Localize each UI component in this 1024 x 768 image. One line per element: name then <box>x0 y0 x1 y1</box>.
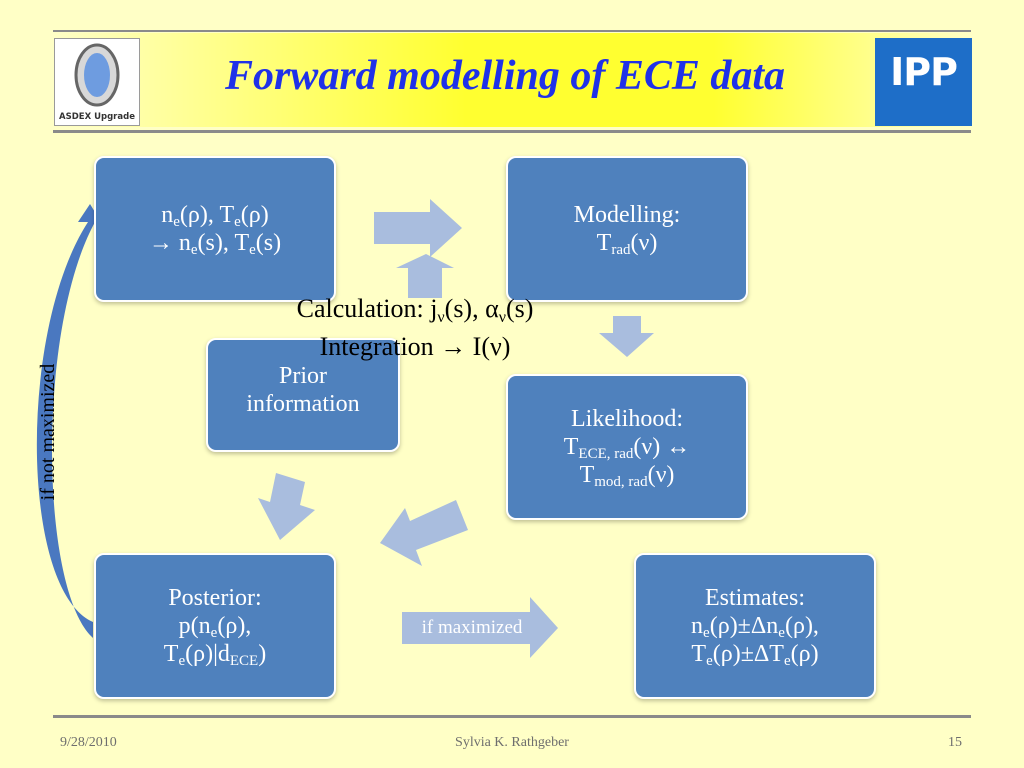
likelihood-box: Likelihood: TECE, rad(ν) ↔ Tmod, rad(ν) <box>506 374 748 520</box>
prior-line2: information <box>246 391 360 418</box>
modelling-line2: Trad(ν) <box>596 230 658 258</box>
calculation-line2: Integration → I(ν) <box>319 332 511 361</box>
if-not-maximized-label: if not maximized <box>37 363 59 501</box>
profiles-line2: → ne(s), Te(s) <box>148 230 282 258</box>
if-maximized-label: if maximized <box>421 617 523 638</box>
calculation-line1: Calculation: jν(s), αν(s) <box>296 294 534 326</box>
arrow-posterior-to-estimates <box>402 597 558 658</box>
footer-page-number: 15 <box>948 735 962 750</box>
header-rule <box>53 130 971 133</box>
ipp-logo-text: IPP <box>890 50 958 94</box>
likelihood-line3: Tmod, rad(ν) <box>579 462 675 491</box>
header-band <box>53 33 971 127</box>
calculation-text: Calculation: jν(s), αν(s) Integration → … <box>220 290 610 366</box>
modelling-box: Modelling: Trad(ν) <box>506 156 748 302</box>
ipp-logo: IPP <box>875 38 972 126</box>
posterior-box: Posterior: p(ne(ρ), Te(ρ)|dECE) <box>94 553 336 699</box>
likelihood-line1: Likelihood: <box>571 405 683 432</box>
posterior-line2: p(ne(ρ), <box>178 612 252 641</box>
arrow-profiles-to-modelling <box>374 199 462 257</box>
estimates-line2: ne(ρ)±Δne(ρ), <box>691 612 819 641</box>
posterior-line3: Te(ρ)|dECE) <box>163 641 267 670</box>
arrow-up-calculation <box>396 254 454 298</box>
arrow-modelling-to-likelihood <box>599 316 654 357</box>
footer-author: Sylvia K. Rathgeber <box>455 735 569 750</box>
curved-arrow-if-not-maximized <box>36 204 101 638</box>
logo-text: ASDEX Upgrade <box>59 112 135 122</box>
likelihood-line2: TECE, rad(ν) ↔ <box>563 433 691 462</box>
page-title: Forward modelling of ECE data <box>224 53 786 99</box>
estimates-line1: Estimates: <box>705 584 805 611</box>
footer-rule <box>53 715 971 718</box>
posterior-line1: Posterior: <box>168 584 262 611</box>
arrow-prior-to-posterior <box>258 473 315 540</box>
estimates-box: Estimates: ne(ρ)±Δne(ρ), Te(ρ)±ΔTe(ρ) <box>634 553 876 699</box>
asdex-upgrade-logo: ASDEX Upgrade <box>54 38 140 126</box>
profiles-box: ne(ρ), Te(ρ) → ne(s), Te(s) <box>94 156 336 302</box>
prior-information-box: Prior information <box>206 338 400 452</box>
arrow-likelihood-to-posterior <box>380 500 468 566</box>
profiles-line1: ne(ρ), Te(ρ) <box>161 201 269 230</box>
footer-date: 9/28/2010 <box>60 735 117 750</box>
modelling-line1: Modelling: <box>573 201 681 228</box>
plasma-cross-section-icon <box>74 43 120 107</box>
prior-line1: Prior <box>279 363 327 389</box>
estimates-line3: Te(ρ)±ΔTe(ρ) <box>691 641 819 670</box>
top-rule <box>53 30 971 32</box>
